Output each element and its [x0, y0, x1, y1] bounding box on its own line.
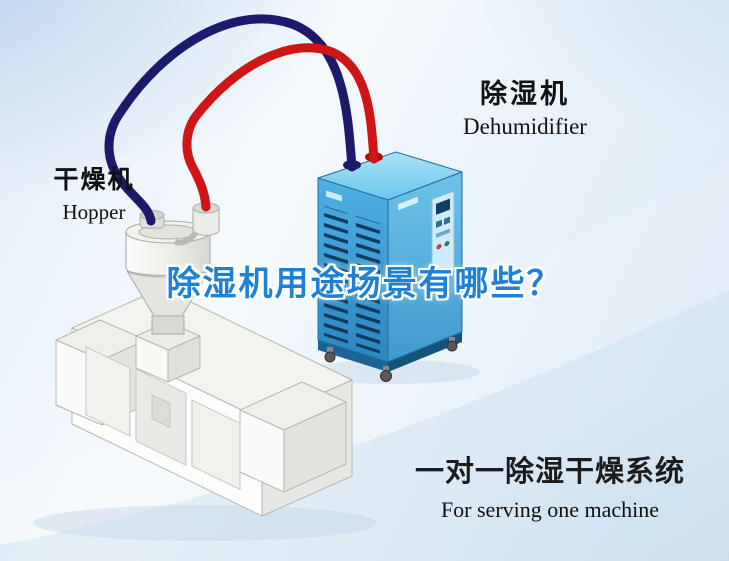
caster-wheels — [324, 337, 458, 382]
dehumidifier-label-en: Dehumidifier — [463, 114, 587, 139]
dehumidifier-vent-grille — [322, 190, 384, 355]
hopper-label-cn: 干燥机 — [53, 166, 135, 194]
dehumidifier-label: 除湿机 Dehumidifier — [420, 72, 630, 140]
red-hose — [182, 43, 379, 212]
hopper-blower — [192, 208, 220, 236]
hoses — [104, 14, 379, 226]
hopper-label: 干燥机 Hopper — [48, 160, 140, 225]
navy-hose — [104, 14, 357, 226]
extruder-machine — [55, 287, 353, 517]
system-caption-en: For serving one machine — [440, 497, 660, 522]
dehumidifier-label-cn: 除湿机 — [480, 79, 570, 109]
hopper-dryer — [125, 202, 220, 335]
dehumidifier-control-panel — [398, 191, 455, 280]
machine-front-panels — [85, 346, 241, 490]
hopper-label-en: Hopper — [62, 200, 126, 224]
system-caption: 一对一除湿干燥系统 For serving one machine — [388, 448, 712, 523]
system-caption-cn: 一对一除湿干燥系统 — [414, 456, 685, 488]
dehumidifier-unit — [317, 151, 463, 382]
headline-title: 除湿机用途场景有哪些？ — [166, 265, 563, 303]
